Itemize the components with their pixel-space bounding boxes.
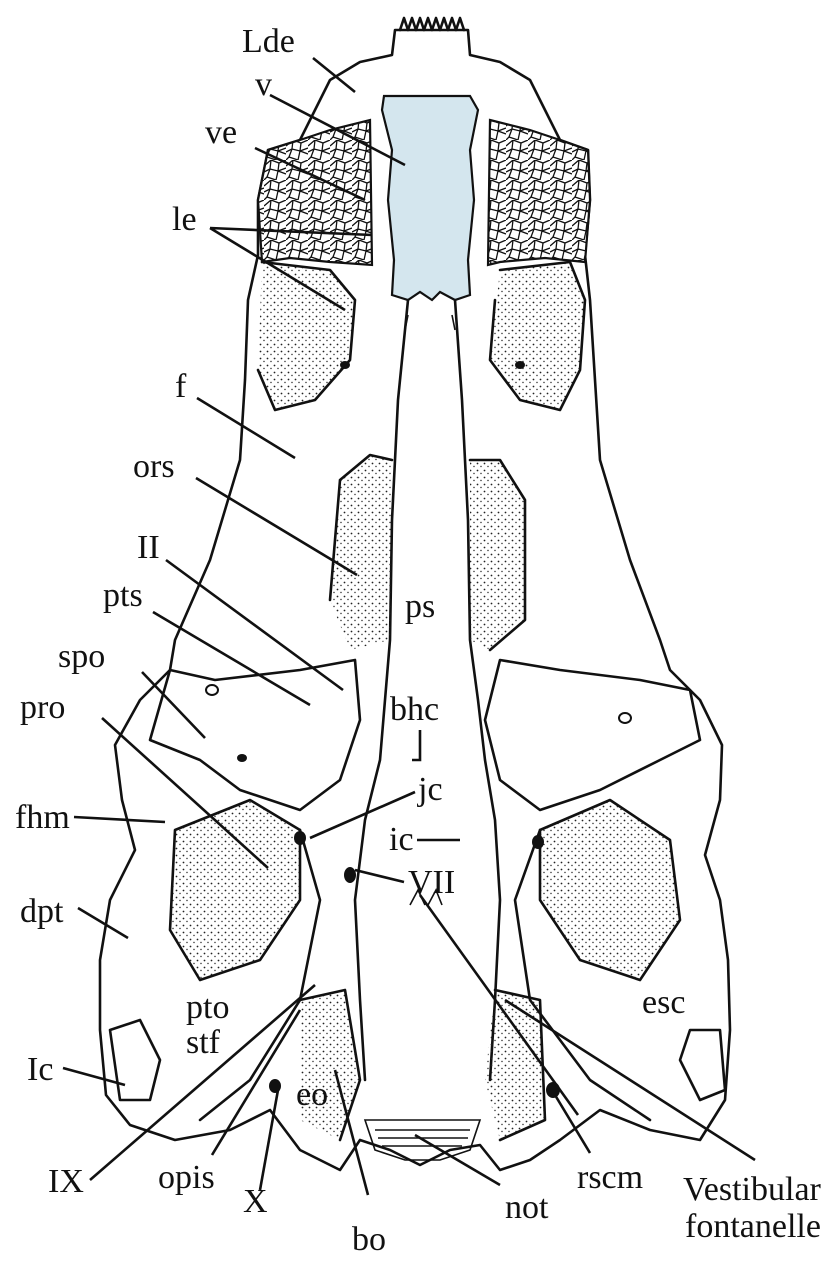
label-vestibular-line2: fontanelle — [685, 1208, 821, 1245]
label-stf: stf — [186, 1024, 221, 1061]
label-not: not — [505, 1189, 549, 1226]
label-ve: ve — [205, 114, 237, 151]
label-vestibular-line1: Vestibular — [683, 1171, 822, 1208]
label-ic: ic — [389, 821, 414, 858]
label-v: v — [255, 66, 272, 103]
label-lde: Lde — [242, 23, 295, 60]
leader-lines — [62, 56, 756, 1196]
label-esc: esc — [642, 984, 685, 1021]
label-pto: pto — [186, 989, 229, 1026]
label-spo: spo — [58, 638, 105, 675]
label-pts: pts — [103, 577, 143, 614]
label-ors: ors — [133, 448, 175, 485]
label-opis: opis — [158, 1159, 215, 1196]
label-jc: jc — [417, 771, 443, 808]
label-ps: ps — [405, 588, 435, 625]
label-f: f — [175, 368, 187, 405]
skull-outline — [98, 16, 732, 1172]
label-ix: IX — [48, 1163, 84, 1200]
label-x: X — [243, 1183, 268, 1220]
label-eo: eo — [296, 1076, 328, 1113]
labels: Lde v ve le f ors II pts ps spo pro bhc … — [15, 23, 822, 1258]
label-rscm: rscm — [577, 1159, 643, 1196]
label-fhm: fhm — [15, 799, 70, 836]
label-bhc: bhc — [390, 691, 439, 728]
label-vii: VII — [408, 864, 455, 901]
label-ii: II — [137, 529, 160, 566]
label-pro: pro — [20, 689, 65, 726]
label-lc: Ic — [27, 1051, 53, 1088]
label-le: le — [172, 201, 197, 238]
vomer-highlight — [380, 94, 480, 302]
label-dpt: dpt — [20, 893, 64, 930]
label-bo: bo — [352, 1221, 386, 1258]
